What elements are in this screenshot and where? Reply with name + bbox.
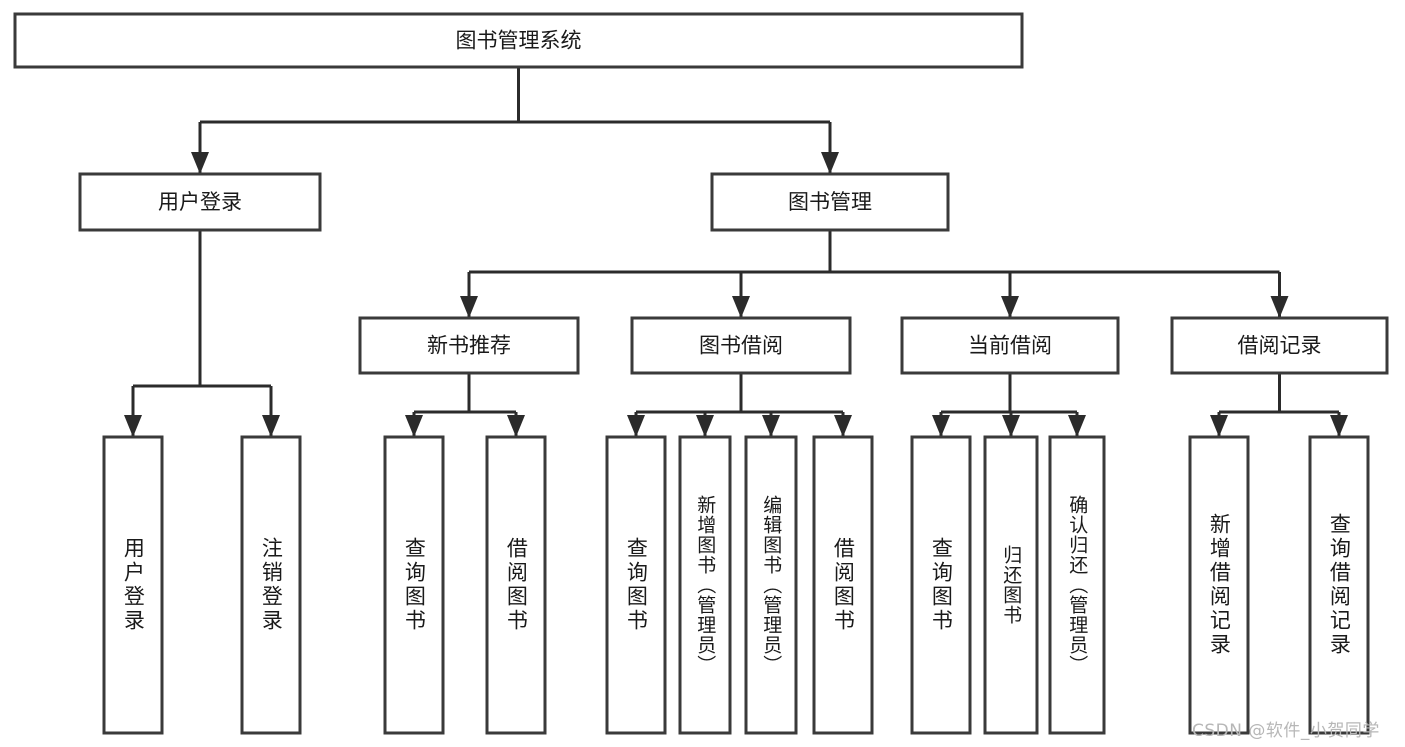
l3-book-borrow-arrow-2 <box>762 415 780 437</box>
node-box-book-borrow[interactable] <box>630 316 852 375</box>
l3-book-borrow-arrow-1 <box>696 415 714 437</box>
bookmgmt-arrow-0 <box>460 296 478 318</box>
bookmgmt-arrow-3 <box>1270 296 1289 318</box>
root-arrow-1 <box>821 152 839 174</box>
node-box-leaf-query-book-2[interactable] <box>605 435 667 735</box>
node-box-leaf-query-record[interactable] <box>1308 435 1370 735</box>
node-box-leaf-query-book-1[interactable] <box>383 435 445 735</box>
bookmgmt-arrow-2 <box>1001 296 1019 318</box>
userlogin-arrow-1 <box>262 415 280 437</box>
bookmgmt-arrow-1 <box>732 296 750 318</box>
node-label-book-management: 图书管理 <box>788 190 872 214</box>
l3-new-book-recommend-arrow-0 <box>405 415 423 437</box>
userlogin-arrow-0 <box>124 415 142 437</box>
root-arrow-0 <box>191 152 209 174</box>
node-box-leaf-borrow-book-1[interactable] <box>485 435 547 735</box>
node-box-current-borrow[interactable] <box>900 316 1120 375</box>
l3-borrow-record-arrow-1 <box>1330 415 1348 437</box>
node-box-leaf-user-logout[interactable] <box>240 435 302 735</box>
node-box-leaf-query-book-3[interactable] <box>910 435 972 735</box>
l3-book-borrow-arrow-0 <box>627 415 645 437</box>
l3-current-borrow-arrow-1 <box>1002 415 1020 437</box>
node-box-new-book-recommend[interactable] <box>358 316 580 375</box>
node-box-leaf-borrow-book-2[interactable] <box>812 435 874 735</box>
node-box-user-login[interactable] <box>78 172 322 232</box>
node-box-root[interactable] <box>13 12 1024 69</box>
l3-book-borrow-arrow-3 <box>834 415 852 437</box>
csdn-watermark: CSDN @软件_小贺同学 <box>1192 721 1380 741</box>
node-box-leaf-add-book[interactable] <box>678 435 732 735</box>
node-box-leaf-confirm-return[interactable] <box>1048 435 1106 735</box>
l3-new-book-recommend-arrow-1 <box>507 415 525 437</box>
node-box-borrow-record[interactable] <box>1170 316 1389 375</box>
node-box-leaf-edit-book[interactable] <box>744 435 798 735</box>
node-box-leaf-return-book[interactable] <box>983 435 1039 735</box>
node-label-user-login: 用户登录 <box>158 190 242 214</box>
node-label-current-borrow: 当前借阅 <box>968 334 1052 358</box>
boxes-layer <box>13 12 1389 735</box>
l3-current-borrow-arrow-2 <box>1068 415 1086 437</box>
node-label-root: 图书管理系统 <box>456 29 582 53</box>
node-box-leaf-user-login[interactable] <box>102 435 164 735</box>
l3-current-borrow-arrow-0 <box>932 415 950 437</box>
connectors-layer <box>124 67 1348 437</box>
node-label-borrow-record: 借阅记录 <box>1238 334 1322 358</box>
l3-borrow-record-arrow-0 <box>1210 415 1228 437</box>
node-box-leaf-add-record[interactable] <box>1188 435 1250 735</box>
node-label-book-borrow: 图书借阅 <box>699 334 783 358</box>
node-label-new-book-recommend: 新书推荐 <box>427 334 511 358</box>
node-box-book-management[interactable] <box>710 172 950 232</box>
